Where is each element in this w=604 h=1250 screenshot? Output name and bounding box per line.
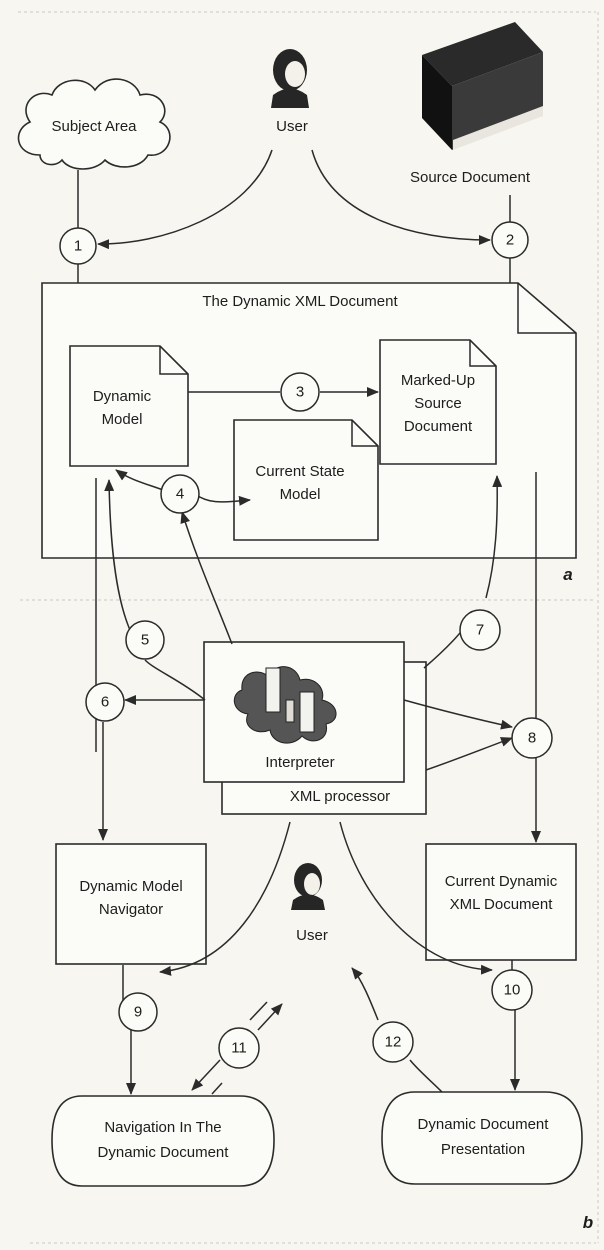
svg-text:12: 12 <box>385 1034 402 1051</box>
user-top: User <box>271 49 309 135</box>
step-3: 3 <box>281 373 319 411</box>
dynamic-xml-document-label: The Dynamic XML Document <box>202 293 398 310</box>
svg-text:11: 11 <box>231 1040 247 1057</box>
presentation-line-2: Presentation <box>441 1141 525 1158</box>
edge-presentation-to-12 <box>410 1060 442 1092</box>
dynamic-model-node: Dynamic Model <box>70 346 188 466</box>
edge-12-to-user <box>352 968 378 1020</box>
presentation-line-1: Dynamic Document <box>418 1116 550 1133</box>
step-10: 10 <box>492 970 532 1010</box>
current-state-line-1: Current State <box>255 463 344 480</box>
svg-text:7: 7 <box>476 622 484 639</box>
svg-text:10: 10 <box>504 982 521 999</box>
current-xml-line-1: Current Dynamic <box>445 873 558 890</box>
step-6: 6 <box>86 683 124 721</box>
marked-up-source-node: Marked-Up Source Document <box>380 340 496 464</box>
dynamic-model-line-2: Model <box>102 411 143 428</box>
step-7: 7 <box>460 610 500 650</box>
navigation-line-1: Navigation In The <box>104 1119 221 1136</box>
marked-up-line-3: Document <box>404 418 473 435</box>
step-12: 12 <box>373 1022 413 1062</box>
svg-text:8: 8 <box>528 730 536 747</box>
user-top-label: User <box>276 118 308 135</box>
edge-interp-to-5 <box>145 660 205 700</box>
user-icon <box>271 49 309 108</box>
navigation-node: Navigation In The Dynamic Document <box>52 1096 274 1186</box>
svg-text:2: 2 <box>506 232 514 249</box>
step-2: 2 <box>492 222 528 258</box>
dynamic-model-line-1: Dynamic <box>93 388 152 405</box>
panel-label-a: a <box>563 565 572 584</box>
edge-user-to-2 <box>312 150 490 240</box>
xml-processor-label: XML processor <box>290 788 390 805</box>
current-xml-line-2: XML Document <box>450 896 554 913</box>
current-state-line-2: Model <box>280 486 321 503</box>
user-icon <box>291 863 325 910</box>
step-5: 5 <box>126 621 164 659</box>
current-dynamic-xml-node: Current Dynamic XML Document <box>426 844 576 960</box>
step-9: 9 <box>119 993 157 1031</box>
svg-text:9: 9 <box>134 1004 142 1021</box>
presentation-node: Dynamic Document Presentation <box>382 1092 582 1184</box>
svg-text:6: 6 <box>101 694 109 711</box>
current-state-model-node: Current State Model <box>234 420 378 540</box>
step-4: 4 <box>161 475 199 513</box>
svg-text:5: 5 <box>141 632 149 649</box>
step-11: 11 <box>219 1028 259 1068</box>
edge-xmlp-to-8 <box>426 738 512 770</box>
marked-up-line-1: Marked-Up <box>401 372 475 389</box>
source-document-label: Source Document <box>410 169 531 186</box>
svg-text:1: 1 <box>74 238 82 255</box>
user-bottom-label: User <box>296 927 328 944</box>
svg-text:3: 3 <box>296 384 304 401</box>
svg-text:4: 4 <box>176 486 184 503</box>
dynamic-model-navigator-node: Dynamic Model Navigator <box>56 844 206 964</box>
subject-area-cloud: Subject Area <box>19 79 170 169</box>
marked-up-line-2: Source <box>414 395 462 412</box>
navigator-line-2: Navigator <box>99 901 163 918</box>
navigation-line-2: Dynamic Document <box>98 1144 230 1161</box>
subject-area-label: Subject Area <box>51 118 137 135</box>
book-icon <box>422 22 543 150</box>
step-8: 8 <box>512 718 552 758</box>
user-bottom: User <box>291 863 328 944</box>
navigator-line-1: Dynamic Model <box>79 878 182 895</box>
interpreter-label: Interpreter <box>265 754 334 771</box>
step-1: 1 <box>60 228 96 264</box>
source-document-book: Source Document <box>410 22 543 186</box>
panel-label-b: b <box>583 1213 593 1232</box>
